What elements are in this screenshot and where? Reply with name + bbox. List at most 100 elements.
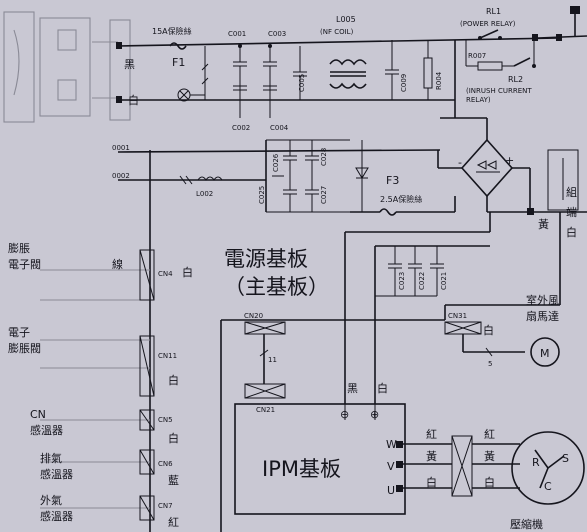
board-title: 電源基板 [224,247,308,271]
rl2-label: RL2 [508,75,523,84]
capacitor-bank-top [233,44,277,118]
device1-side: 線 [112,257,123,271]
r004-label: R004 [435,71,443,90]
device5-line2: 感溫器 [40,509,73,523]
cn6-label: CN6 [158,460,173,468]
ipm-w-color: 紅 [426,428,437,441]
left-white-wire: 白 [128,93,139,107]
compressor-connector [451,435,473,497]
nf-coil-l005 [329,59,367,89]
fan-label-1: 室外風 [526,293,559,307]
c005-label: C005 [298,74,306,92]
terminal-block [3,11,131,123]
label-0001: 0001 [112,144,130,152]
rl1-label: RL1 [486,7,501,16]
compressor-label: 壓縮機 [510,517,543,531]
dc-black-wire: 黑 [347,382,358,395]
cn20-connector [244,321,286,384]
c022-label: C022 [418,272,426,290]
cn6-color: 藍 [168,474,179,487]
c026-label: C026 [272,153,280,172]
power-board-outline [149,150,561,532]
f1-label: F1 [172,56,185,69]
fuse-f1 [169,42,187,50]
cn31-connector [444,321,525,357]
device1-line1: 膨脹 [8,241,30,255]
device4-line1: 排氣 [40,451,62,465]
l005-desc: (NF COIL) [320,28,354,36]
ipm-v-color: 黃 [426,450,437,463]
rectifier-plus: + [505,154,514,167]
ipm-title: IPM基板 [262,457,341,481]
device3-line2: 感溫器 [30,423,63,437]
l005-label: L005 [336,15,356,24]
right-yellow-wire: 黃 [538,218,549,231]
c004-label: C004 [270,124,289,132]
f3-label: F3 [386,174,399,187]
ipm-board [234,403,406,515]
indicator-lamp [177,46,209,102]
relay-rl1 [478,29,502,40]
device2-line2: 膨脹閥 [8,341,41,355]
cn21-connector [244,383,286,399]
capacitor-bank-mid [265,139,350,213]
capacitor-bank-dc [375,246,444,297]
rl1-desc: (POWER RELAY) [460,20,516,28]
fan-label-2: 扇馬達 [526,309,559,323]
right-edge-b: 端 [566,206,577,219]
c009-label: C009 [400,74,408,92]
cn31-color: 白 [483,323,494,337]
compressor-c: C [544,480,552,493]
c003-label: C003 [268,30,286,38]
cn20-pin-count: 11 [268,356,277,364]
comp-white-wire: 白 [484,475,495,489]
f3-rating-label: 2.5A保險絲 [380,194,422,204]
comp-yellow-wire: 黃 [484,450,495,463]
right-edge-a: 組 [566,186,577,199]
ipm-w-label: W [386,438,397,451]
dc-plus-terminal: ⊕ [370,408,379,421]
comp-red-wire: 紅 [484,428,495,441]
c001-label: C001 [228,30,246,38]
device1-line2: 電子閥 [8,258,41,271]
label-0002: 0002 [112,172,130,180]
rl2-desc-2: RELAY) [466,96,491,104]
cn11-label: CN11 [158,352,177,360]
c028-label: C028 [320,148,328,166]
cn5-label: CN5 [158,416,173,424]
c025-label: C025 [258,186,266,204]
cn31-label: CN31 [448,312,467,320]
r007-label: R007 [468,52,486,60]
board-subtitle: （主基板） [224,275,329,299]
left-connector-column [40,249,155,521]
compressor [511,431,585,505]
rectifier-minus: - [458,156,462,169]
cn31-pin: 5 [488,360,492,368]
cn7-label: CN7 [158,502,173,510]
c021-label: C021 [440,272,448,290]
dc-white-wire: 白 [377,381,388,395]
ipm-u-label: U [387,484,395,497]
cn7-color: 紅 [168,516,179,529]
right-terminal [547,6,580,211]
outdoor-fan-motor [530,337,560,367]
fan-motor-symbol: M [540,347,550,360]
cn20-label: CN20 [244,312,263,320]
c002-label: C002 [232,124,250,132]
cn5-color: 白 [168,431,179,445]
c027-label: C027 [320,186,328,204]
relay-rl2 [465,38,536,71]
compressor-r: R [532,456,540,469]
cn21-label: CN21 [256,406,275,414]
ipm-u-color: 白 [426,475,437,489]
device4-line2: 感溫器 [40,467,73,481]
device2-line1: 電子 [8,326,30,339]
cn4-color: 白 [182,265,193,279]
right-edge-c: 白 [566,225,577,239]
cn11-color: 白 [168,373,179,387]
dc-minus-terminal: ⊖ [340,408,349,421]
cn4-label: CN4 [158,270,173,278]
device3-line1: CN [30,408,46,421]
